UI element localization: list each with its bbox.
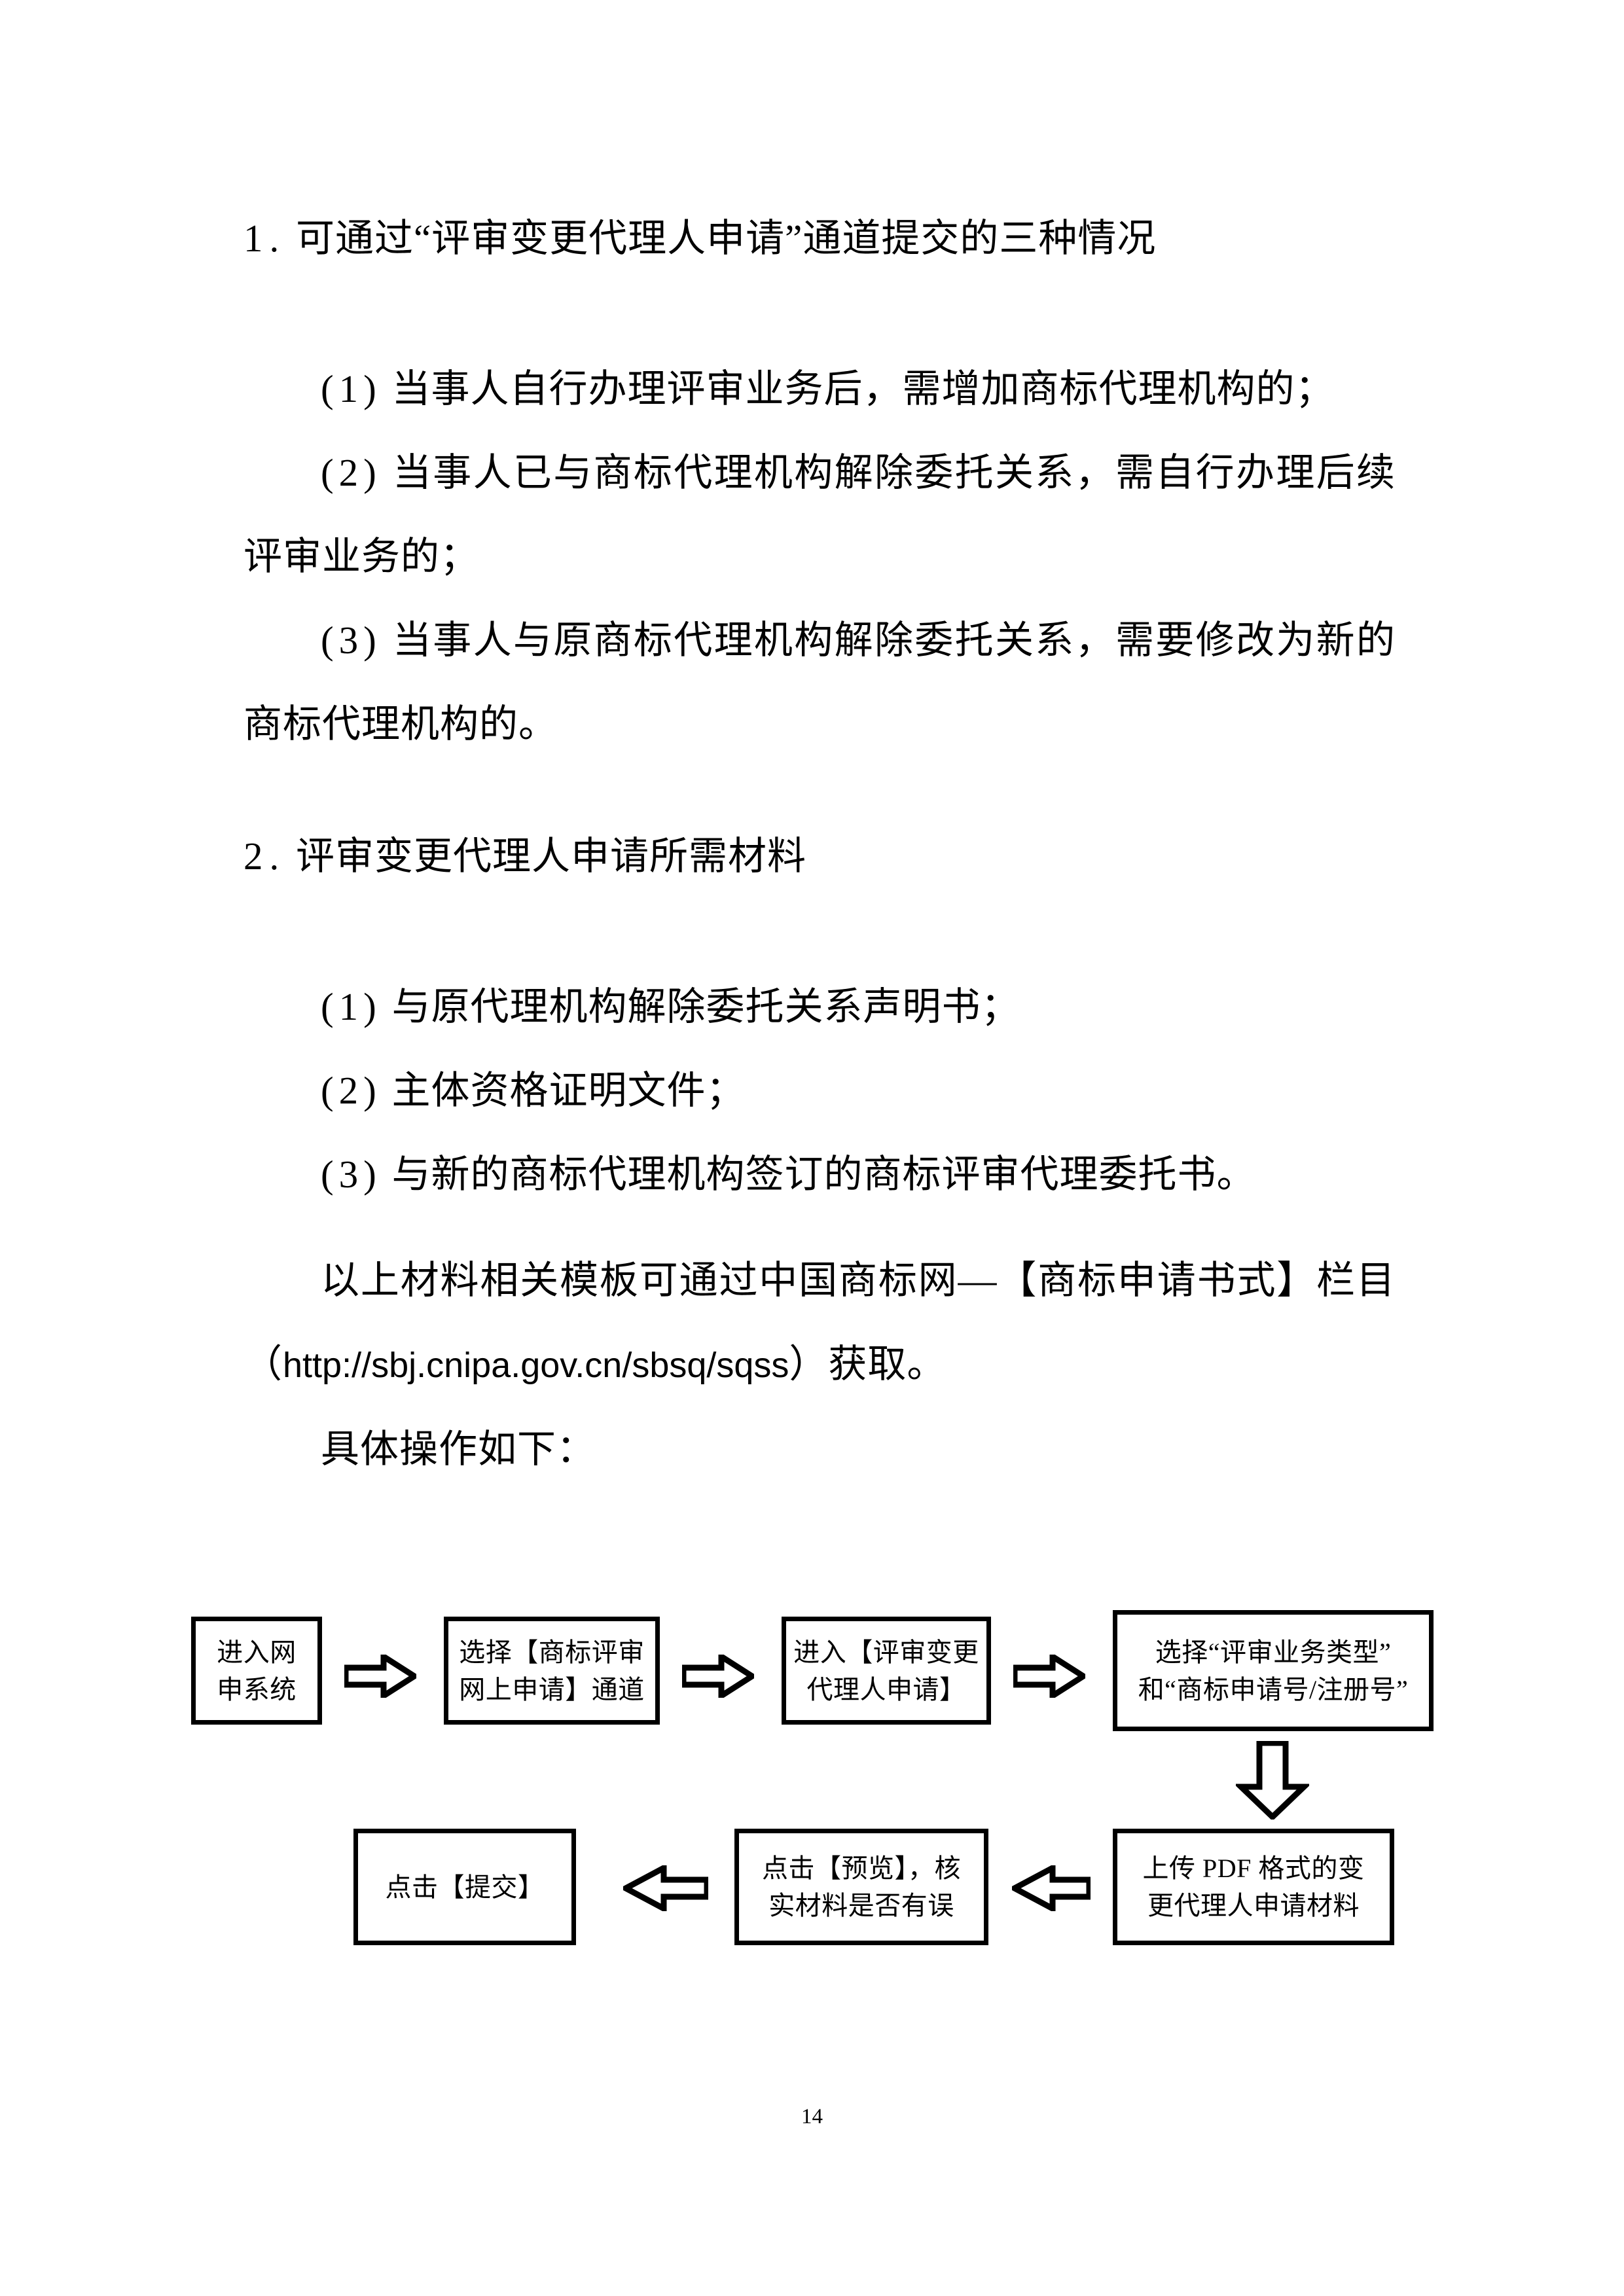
section-2-item-1-marker: (1) bbox=[321, 985, 382, 1028]
flow-box-preview-check-line2: 实材料是否有误 bbox=[768, 1891, 954, 1920]
section-2-item-2: (2) 主体资格证明文件； bbox=[244, 1049, 1396, 1132]
section-2-item-3-text: 与新的商标代理机构签订的商标评审代理委托书。 bbox=[391, 1153, 1256, 1196]
flow-box-enter-change-agent-line1: 进入【评审变更 bbox=[793, 1637, 979, 1667]
section-1-item-3-text: 当事人与原商标代理机构解除委托关系，需要修改为新的商标代理机构的。 bbox=[244, 619, 1396, 745]
template-note-prefix: 以上材料相关模板可通过中国商标网—【商标申请书式】栏目（ bbox=[244, 1259, 1396, 1386]
section-1-item-3: (3) 当事人与原商标代理机构解除委托关系，需要修改为新的商标代理机构的。 bbox=[244, 598, 1396, 766]
section-1-item-1: (1) 当事人自行办理评审业务后，需增加商标代理机构的； bbox=[244, 347, 1396, 431]
operation-flowchart: 进入网 申系统 选择【商标评审 网上申请】通道 进入【评审变更 代理人申请】 bbox=[0, 1602, 1624, 2021]
flow-box-select-business-type-line1: 选择“评审业务类型” bbox=[1155, 1637, 1392, 1667]
section-1-item-1-text: 当事人自行办理评审业务后，需增加商标代理机构的； bbox=[391, 367, 1335, 410]
flow-box-enter-system-line1: 进入网 bbox=[217, 1637, 297, 1667]
section-2-number: 2. bbox=[244, 834, 286, 878]
template-source-note: 以上材料相关模板可通过中国商标网—【商标申请书式】栏目（http://sbj.c… bbox=[244, 1238, 1396, 1407]
flow-arrow-left-2 bbox=[623, 1865, 708, 1911]
spacer bbox=[244, 766, 1396, 814]
section-2-item-2-marker: (2) bbox=[321, 1069, 382, 1112]
section-2-item-1-text: 与原代理机构解除委托关系声明书； bbox=[391, 985, 1020, 1028]
flow-box-enter-system-line2: 申系统 bbox=[217, 1674, 297, 1704]
section-1-item-2-marker: (2) bbox=[321, 451, 382, 494]
section-1-heading: 1. 可通过“评审变更代理人申请”通道提交的三种情况 bbox=[244, 196, 1396, 280]
flow-box-select-channel-line2: 网上申请】通道 bbox=[459, 1674, 645, 1704]
flow-box-submit[interactable]: 点击【提交】 bbox=[353, 1829, 576, 1945]
flow-arrow-right-3 bbox=[1013, 1655, 1085, 1698]
flow-box-preview-check-line1: 点击【预览】，核 bbox=[762, 1854, 961, 1883]
section-2-item-3: (3) 与新的商标代理机构签订的商标评审代理委托书。 bbox=[244, 1132, 1396, 1216]
template-note-suffix: ）获取。 bbox=[789, 1342, 947, 1386]
spacer bbox=[244, 1216, 1396, 1238]
document-body: 1. 可通过“评审变更代理人申请”通道提交的三种情况 (1) 当事人自行办理评审… bbox=[244, 196, 1396, 1491]
section-2-title: 评审变更代理人申请所需材料 bbox=[296, 834, 807, 878]
flow-box-enter-change-agent-line2: 代理人申请】 bbox=[806, 1674, 966, 1704]
template-url[interactable]: http://sbj.cnipa.gov.cn/sbsq/sqss bbox=[283, 1346, 789, 1385]
flow-arrow-down bbox=[1236, 1741, 1309, 1820]
section-2-heading: 2. 评审变更代理人申请所需材料 bbox=[244, 814, 1396, 898]
flow-box-upload-pdf-line2: 更代理人申请材料 bbox=[1147, 1891, 1360, 1920]
spacer bbox=[244, 927, 1396, 965]
flow-box-select-channel[interactable]: 选择【商标评审 网上申请】通道 bbox=[444, 1617, 660, 1725]
section-1-item-1-marker: (1) bbox=[321, 367, 382, 410]
section-1-title: 可通过“评审变更代理人申请”通道提交的三种情况 bbox=[296, 217, 1157, 260]
spacer bbox=[244, 309, 1396, 347]
section-1-number: 1. bbox=[244, 217, 286, 260]
section-2-item-1: (1) 与原代理机构解除委托关系声明书； bbox=[244, 965, 1396, 1049]
flow-box-preview-check[interactable]: 点击【预览】，核 实材料是否有误 bbox=[734, 1829, 988, 1945]
flow-box-select-channel-line1: 选择【商标评审 bbox=[459, 1637, 645, 1667]
flow-box-enter-system[interactable]: 进入网 申系统 bbox=[191, 1617, 322, 1725]
flow-box-upload-pdf-line1: 上传 PDF 格式的变 bbox=[1142, 1854, 1365, 1883]
section-2-item-2-text: 主体资格证明文件； bbox=[391, 1069, 746, 1112]
section-1-item-3-marker: (3) bbox=[321, 619, 382, 662]
operation-intro: 具体操作如下： bbox=[321, 1427, 596, 1471]
flow-box-upload-pdf[interactable]: 上传 PDF 格式的变 更代理人申请材料 bbox=[1113, 1829, 1394, 1945]
flow-arrow-right-1 bbox=[344, 1655, 416, 1698]
section-2-item-3-marker: (3) bbox=[321, 1153, 382, 1196]
section-1-item-2: (2) 当事人已与商标代理机构解除委托关系，需自行办理后续评审业务的； bbox=[244, 431, 1396, 598]
section-1-item-2-text: 当事人已与商标代理机构解除委托关系，需自行办理后续评审业务的； bbox=[244, 451, 1396, 578]
flow-box-select-business-type[interactable]: 选择“评审业务类型” 和“商标申请号/注册号” bbox=[1113, 1610, 1434, 1731]
flow-box-select-business-type-line2: 和“商标申请号/注册号” bbox=[1138, 1674, 1409, 1704]
page-number: 14 bbox=[801, 2105, 823, 2128]
flow-box-submit-line1: 点击【提交】 bbox=[385, 1872, 545, 1902]
flow-arrow-right-2 bbox=[682, 1655, 754, 1698]
flow-arrow-left-1 bbox=[1012, 1865, 1091, 1911]
flow-box-enter-change-agent[interactable]: 进入【评审变更 代理人申请】 bbox=[782, 1617, 991, 1725]
